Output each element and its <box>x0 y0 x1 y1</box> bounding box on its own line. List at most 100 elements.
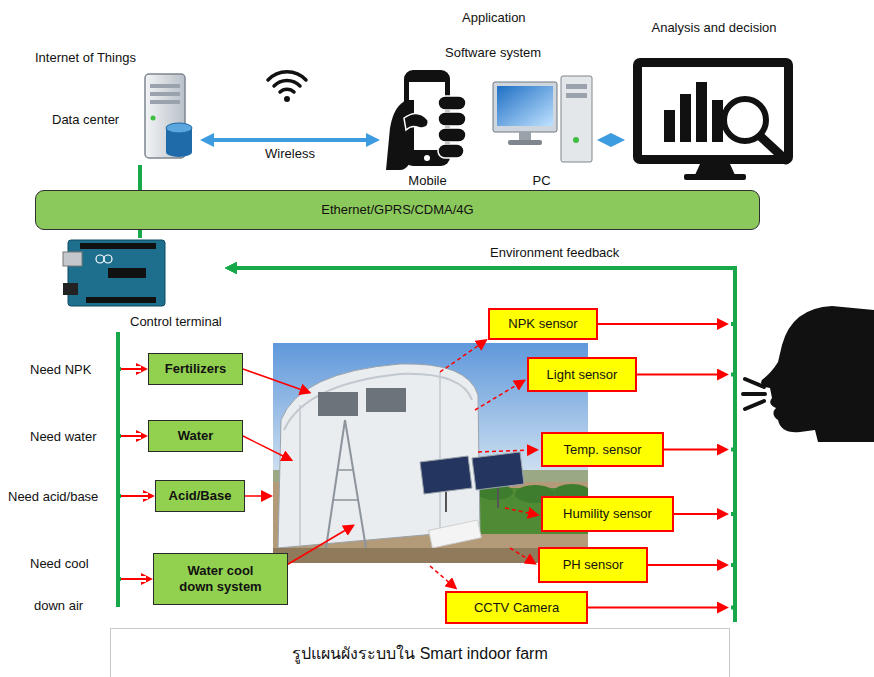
greenhouse-photo <box>366 388 406 412</box>
analysis-monitor-icon <box>724 99 766 141</box>
server-icon <box>150 84 180 88</box>
connector-line <box>232 268 735 514</box>
arduino-board <box>96 255 104 263</box>
sensor-box: Temp. sensor <box>541 432 664 467</box>
greenhouse-photo <box>497 488 499 508</box>
actuator-box: Fertilizers <box>148 353 243 385</box>
signal-arrow <box>637 374 722 376</box>
sensor-pickup-arrow <box>510 548 531 561</box>
analysis-monitor-icon <box>664 110 675 142</box>
node-text: Water <box>178 428 214 444</box>
pc-icon <box>497 86 553 126</box>
signal-arrow <box>121 435 141 437</box>
speaking-head-icon <box>743 392 765 396</box>
arduino-board <box>68 240 165 306</box>
pc-node: PC <box>488 72 597 192</box>
pc-icon <box>493 76 592 162</box>
node-text: Acid/Base <box>169 488 232 504</box>
text-label: Software system <box>445 45 541 61</box>
sensor-box: Light sensor <box>527 357 637 392</box>
text-label: Need acid/base <box>8 489 98 505</box>
sensor-pickup-arrow <box>430 343 533 585</box>
actuator-output-arrow <box>245 495 266 497</box>
arduino-board <box>80 243 156 249</box>
pc-icon <box>561 76 592 162</box>
connector-line <box>118 332 146 579</box>
sensor-pickup-arrow <box>440 343 482 372</box>
arduino-board <box>63 240 165 306</box>
mobile-hand-icon <box>438 112 466 126</box>
greenhouse-photo <box>326 420 345 548</box>
signal-arrow <box>121 578 146 580</box>
greenhouse-photo <box>318 392 358 416</box>
actuator-box: Water cool down system <box>153 553 288 605</box>
edge-label: Wireless <box>263 146 317 162</box>
line-mask <box>648 562 731 568</box>
greenhouse-photo <box>420 456 472 494</box>
actuator-output-arrow <box>243 369 349 566</box>
node-text: CCTV Camera <box>474 600 559 616</box>
text-label: Need cool <box>30 556 89 572</box>
server-icon <box>166 123 192 133</box>
sensor-box: Humility sensor <box>541 496 674 532</box>
pc-icon <box>566 93 587 98</box>
text-label: Application <box>462 10 526 26</box>
text-label: Need water <box>30 429 96 445</box>
greenhouse-photo <box>338 469 354 471</box>
node-text: Water cool down system <box>174 563 267 594</box>
figure-caption: รูปแผนผังระบบใน Smart indoor farm <box>292 641 547 666</box>
actuator-output-arrow <box>243 369 305 391</box>
connector-line <box>232 268 735 450</box>
node-text: PH sensor <box>563 557 624 573</box>
connector-line <box>118 332 141 436</box>
node-text: Ethernet/GPRS/CDMA/4G <box>321 202 473 218</box>
analysis-monitor-icon <box>684 174 746 180</box>
greenhouse-photo <box>333 499 359 501</box>
connector-line <box>232 268 735 375</box>
actuator-output-arrow <box>285 528 349 566</box>
arduino-board <box>86 297 156 303</box>
speaking-head-icon <box>761 306 874 442</box>
node-text: NPK sensor <box>508 316 577 332</box>
node-text: PC <box>488 173 595 189</box>
line-mask <box>598 321 731 327</box>
mobile-hand-icon <box>386 70 466 170</box>
arduino-board <box>104 255 112 263</box>
analysis-monitor-icon <box>680 94 691 142</box>
signal-arrow <box>648 564 722 566</box>
data-center-node: Internet of ThingsData center <box>30 44 200 165</box>
wifi-symbol <box>284 96 290 102</box>
server-icon <box>150 100 180 104</box>
connector-line <box>207 138 373 142</box>
sensor-pickup-arrow <box>478 450 532 452</box>
wifi-symbol <box>268 72 306 102</box>
greenhouse-photo <box>439 372 441 540</box>
wifi-symbol <box>268 72 306 80</box>
text-label: Environment feedback <box>490 245 619 261</box>
node-text: Control terminal <box>130 314 222 330</box>
greenhouse-photo <box>278 364 480 548</box>
mobile-hand-icon <box>386 100 414 170</box>
speaking-head-icon <box>745 379 764 387</box>
node-text: Temp. sensor <box>563 442 641 458</box>
wifi-symbol <box>280 89 294 92</box>
pc-icon <box>573 137 579 143</box>
analysis-node: Analysis and decision <box>625 18 805 182</box>
connector-line <box>118 332 141 369</box>
line-mask <box>121 433 141 439</box>
node-text: Fertilizers <box>165 361 226 377</box>
mobile-hand-icon <box>438 144 464 158</box>
mobile-hand-icon <box>438 96 466 110</box>
mobile-hand-icon <box>404 113 428 130</box>
server-icon <box>145 74 192 158</box>
connector-line <box>604 138 618 142</box>
control-terminal-node: Control terminal <box>65 238 225 332</box>
actuator-box: Water <box>148 420 243 452</box>
wifi-symbol <box>274 80 300 86</box>
analysis-monitor-icon <box>633 58 793 180</box>
node-text: Analysis and decision <box>625 20 803 36</box>
server-icon <box>166 147 192 157</box>
sensor-pickup-arrow <box>475 383 520 410</box>
arduino-board <box>63 283 78 295</box>
